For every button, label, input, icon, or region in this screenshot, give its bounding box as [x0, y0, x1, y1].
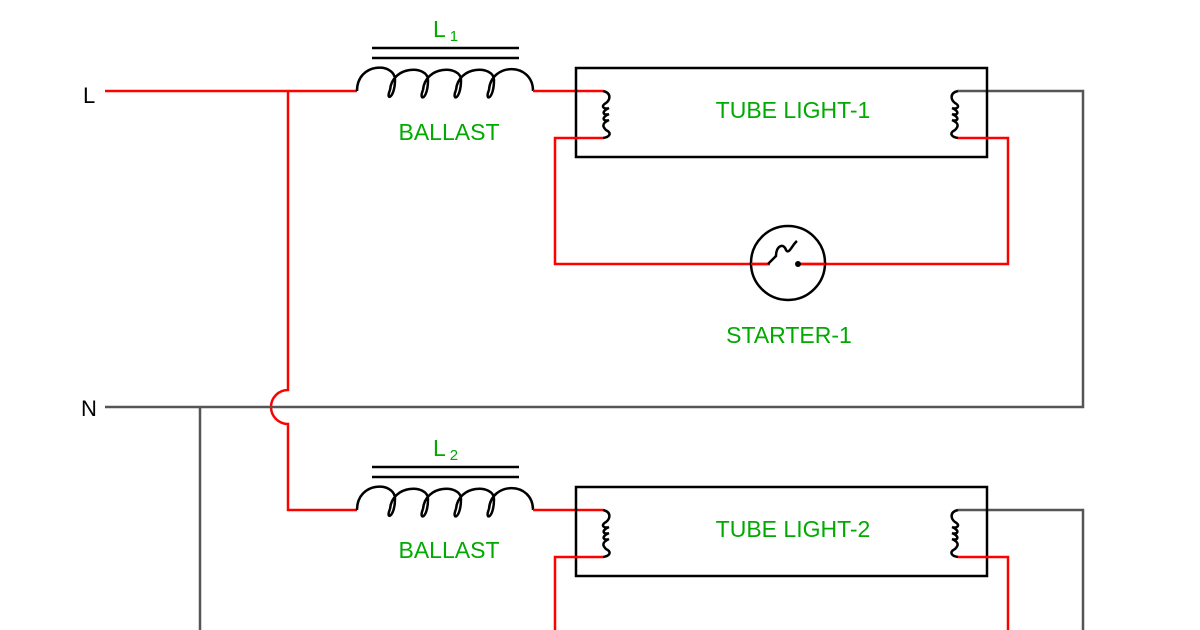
live-wire-riser: [269, 91, 357, 512]
starter-1-label: STARTER-1: [726, 322, 852, 348]
starter-circuit-right: [798, 136, 1010, 266]
ballast-1-label: BALLAST: [399, 119, 500, 145]
ballast-2-label: BALLAST: [399, 537, 500, 563]
tube-2-label: TUBE LIGHT-2: [716, 516, 871, 542]
filament-icon: [950, 89, 960, 140]
starter-2-circuit-left: [553, 555, 603, 630]
line-terminal-label: L: [83, 83, 95, 108]
filament-icon: [601, 89, 611, 140]
tube-body: [574, 485, 989, 578]
tube-body: [574, 66, 989, 159]
contact-dot: [795, 261, 801, 267]
starter-1: STARTER-1: [726, 224, 852, 348]
starter-2-circuit-right: [958, 555, 1010, 630]
filament-icon: [950, 508, 960, 559]
starter-circuit-left: [553, 136, 770, 266]
inductor-coil-icon: [355, 66, 535, 99]
bimetal-contact-icon: [767, 240, 798, 265]
neutral-terminal-label: N: [81, 396, 97, 421]
neutral-wire-tube2: [958, 508, 1085, 630]
tube-light-1: TUBE LIGHT-1: [574, 66, 989, 159]
inductor-coil-icon: [355, 485, 535, 518]
neutral-wire-main: [105, 89, 1085, 409]
filament-icon: [601, 508, 611, 559]
tube-light-2: TUBE LIGHT-2: [574, 485, 989, 578]
tube-1-label: TUBE LIGHT-1: [716, 97, 871, 123]
